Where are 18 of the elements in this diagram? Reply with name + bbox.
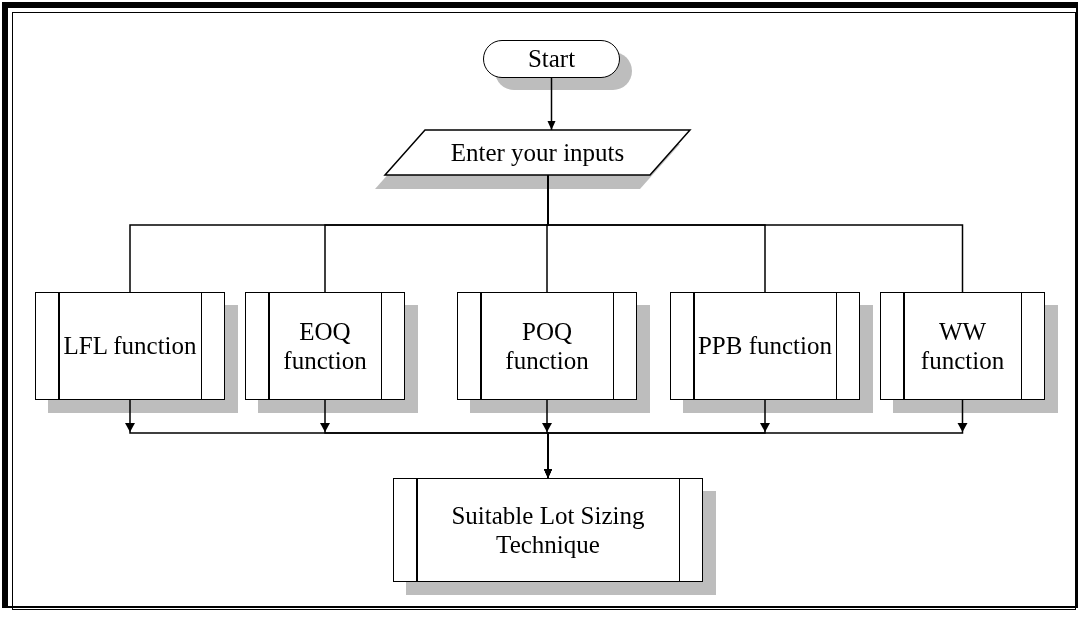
- predefined-process-box: [880, 292, 1045, 400]
- node-label: Suitable Lot Sizing Technique: [450, 500, 646, 560]
- input-parallelogram: [385, 130, 690, 175]
- predefined-process-box: [670, 292, 860, 400]
- node-label: Start: [526, 44, 577, 74]
- arrow: [544, 399, 964, 479]
- node-label: POQ function: [504, 316, 590, 376]
- arrow: [547, 77, 556, 131]
- node-label: Enter your inputs: [449, 137, 626, 168]
- predefined-process-box: [35, 292, 225, 400]
- node-label: LFL function: [62, 331, 198, 361]
- terminal-shape: [483, 40, 620, 78]
- node-label: WW function: [919, 316, 1006, 376]
- node-label: PPB function: [696, 331, 833, 361]
- predefined-process-box: [245, 292, 405, 400]
- predefined-process-box: [393, 478, 703, 582]
- predefined-process-box: [457, 292, 637, 400]
- node-label: EOQ function: [282, 316, 368, 376]
